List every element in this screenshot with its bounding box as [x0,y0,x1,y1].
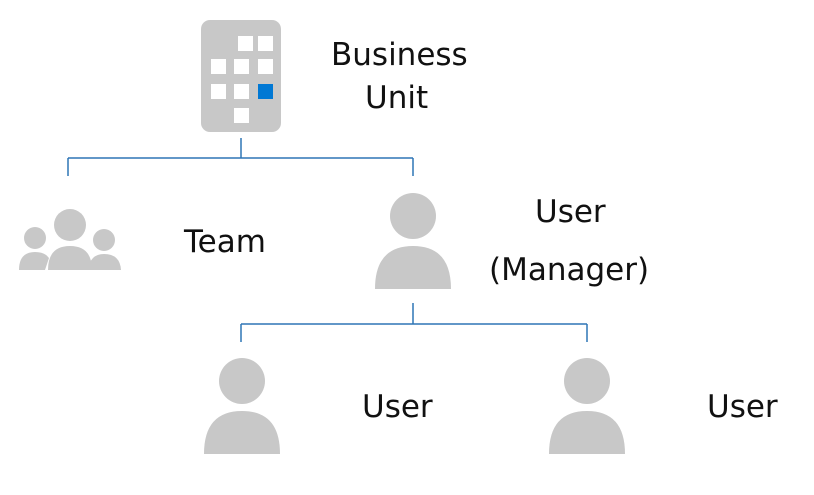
team-icon [19,209,121,270]
team-label: Team [184,224,266,260]
user-right-label: User [707,389,778,425]
business-unit-label-line1: Business [331,37,468,73]
manager-label-line1: User [535,194,606,230]
building-icon [201,20,281,132]
user-icon [375,193,451,289]
user-icon [204,358,280,454]
user-icon [549,358,625,454]
manager-label-line2: (Manager) [489,252,650,288]
user-left-label: User [362,389,433,425]
business-unit-label-line2: Unit [365,80,429,116]
